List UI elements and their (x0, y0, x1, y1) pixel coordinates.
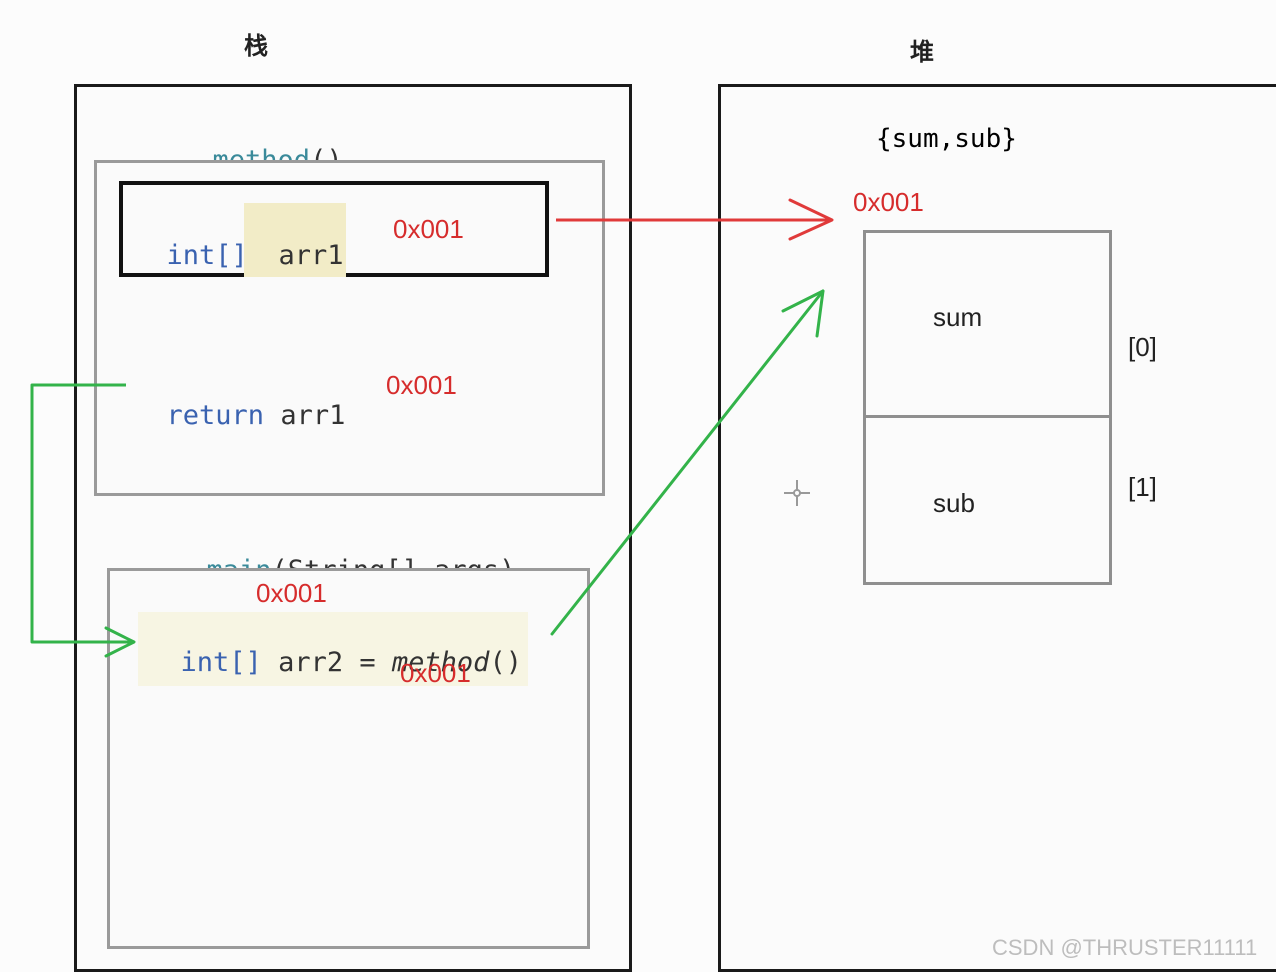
arr2-call-name: method (391, 647, 490, 678)
arr2-call-parens: () (489, 647, 522, 678)
return-address: 0x001 (386, 370, 457, 400)
return-statement: return arr1 (134, 369, 346, 431)
crosshair-cursor-icon (784, 480, 810, 506)
heap-contents-label: {sum,sub} (876, 124, 1017, 154)
return-keyword: return (166, 400, 265, 431)
heap-cell-1 (863, 415, 1112, 585)
arr2-statement: int[] arr2 = method() (138, 612, 528, 686)
heap-cell-0 (863, 230, 1112, 418)
heap-cell-1-index: [1] (1128, 472, 1157, 502)
stack-title: 栈 (244, 32, 268, 60)
arr2-reference-arrow (550, 289, 825, 636)
arr1-reference-arrow (556, 198, 834, 241)
arr2-address-below: 0x001 (400, 658, 471, 688)
arr1-declaration: int[] (134, 209, 248, 271)
arr2-address-above: 0x001 (256, 578, 327, 608)
heap-array-address: 0x001 (853, 187, 924, 217)
watermark: CSDN @THRUSTER11111 (992, 935, 1258, 960)
heap-cell-1-value: sub (933, 488, 975, 518)
arr1-type: int[] (166, 240, 248, 271)
heap-title: 堆 (910, 38, 934, 66)
heap-cell-0-index: [0] (1128, 332, 1157, 362)
arr2-type: int[] (180, 647, 262, 678)
return-flow-arrow (30, 383, 136, 658)
arr2-name: arr2 (278, 647, 344, 678)
heap-cell-0-value: sum (933, 302, 983, 332)
arr1-name: arr1 (244, 203, 346, 277)
return-value: arr1 (280, 400, 346, 431)
arr2-equals: = (359, 647, 376, 678)
arr1-address: 0x001 (393, 214, 464, 244)
